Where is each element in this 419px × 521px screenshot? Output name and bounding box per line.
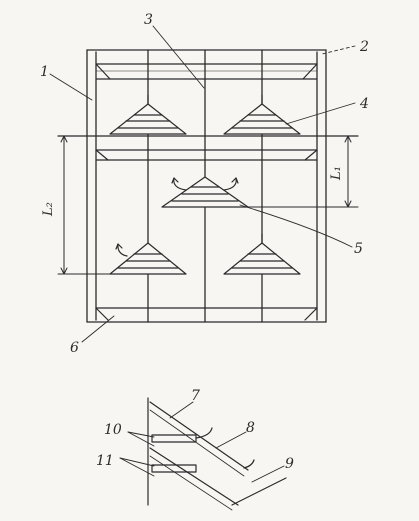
leader-11a: [119, 457, 155, 467]
leader-lines: [49, 25, 356, 343]
callout-1: 1: [40, 64, 49, 80]
detail-flow-upper: [195, 427, 213, 439]
callout-5: 5: [354, 241, 363, 257]
dimension-label-l2: L₂: [41, 202, 56, 217]
leader-10a: [127, 431, 155, 438]
detail-leader-lines: [119, 401, 285, 483]
leader-7: [169, 401, 194, 419]
leader-10b: [127, 431, 155, 447]
callout-3: 3: [144, 12, 153, 28]
leader-1: [49, 73, 93, 101]
dimension-label-l1: L₁: [329, 166, 344, 181]
cone-bottom-left: [109, 242, 187, 275]
leader-3: [152, 25, 205, 89]
callout-10: 10: [104, 422, 122, 438]
detail-plate-upper: [149, 401, 249, 471]
callout-4: 4: [359, 96, 369, 112]
cone-top-right: [223, 94, 301, 135]
callout-11: 11: [96, 453, 114, 469]
leader-5: [239, 204, 353, 248]
detail-plate-lower: [149, 447, 239, 506]
detail-flow-lower: [243, 459, 255, 469]
leader-9: [251, 465, 285, 483]
dimension-l2: [57, 135, 111, 275]
callout-7: 7: [191, 388, 200, 404]
detail-view: [147, 397, 287, 511]
callout-2: 2: [359, 39, 369, 55]
tray-middle: [57, 135, 359, 161]
leader-8: [215, 431, 247, 449]
detail-plate-outer: [231, 477, 287, 506]
dimension-l1: [247, 135, 359, 208]
detail-baffle-upper: [151, 434, 197, 443]
leader-11b: [119, 457, 155, 477]
cone-bottom-right: [223, 233, 301, 275]
cone-top-left: [109, 94, 187, 135]
leader-4: [285, 102, 356, 125]
tray-top: [95, 63, 318, 80]
callout-8: 8: [246, 420, 255, 436]
leader-6: [81, 315, 115, 343]
callout-9: 9: [285, 456, 294, 472]
leader-2: [321, 45, 356, 55]
callout-6: 6: [70, 340, 79, 356]
detail-baffle-lower: [151, 464, 197, 473]
tray-bottom: [95, 307, 318, 321]
cone-center: [161, 176, 249, 208]
